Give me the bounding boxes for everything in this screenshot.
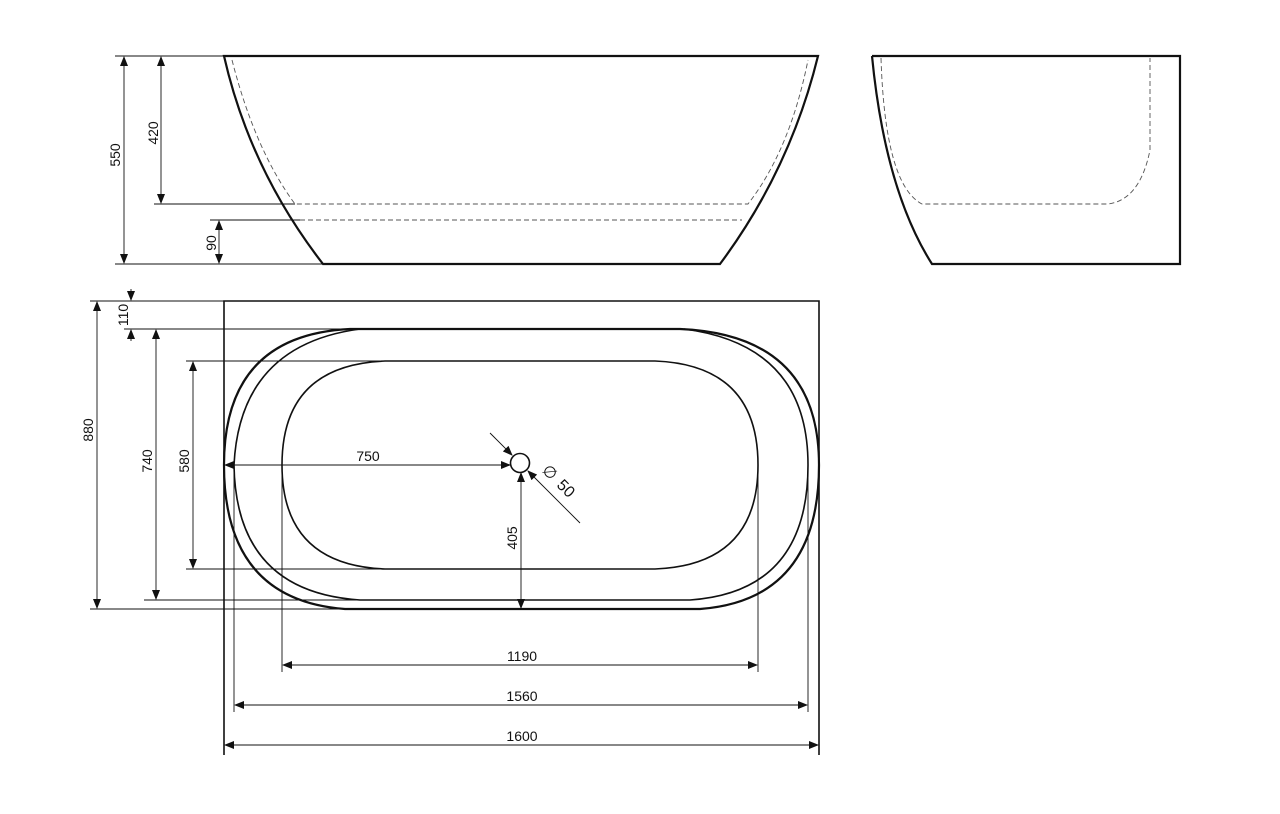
side-view-outer-profile <box>222 54 820 266</box>
dim-label-110: 110 <box>115 304 131 327</box>
plan-view: ∅ 50 750 405 110 880 740 580 <box>80 289 821 755</box>
dim-label-1600: 1600 <box>506 728 537 744</box>
dim-label-405: 405 <box>504 526 520 550</box>
plan-rim-inner <box>233 328 809 601</box>
dim-label-50: 50 <box>553 477 578 502</box>
plan-outer-rim <box>222 327 821 611</box>
end-view-outer-profile <box>870 54 1182 266</box>
dim-label-880: 880 <box>80 418 96 442</box>
side-view-front: 550 420 90 <box>107 54 820 266</box>
drain-hole <box>509 452 531 474</box>
diameter-symbol: ∅ <box>538 462 560 484</box>
dim-label-90: 90 <box>203 235 219 251</box>
dim-label-1560: 1560 <box>506 688 537 704</box>
side-view-inner-basin <box>231 59 809 205</box>
dim-label-420: 420 <box>145 121 161 145</box>
dim-label-1190: 1190 <box>507 648 537 664</box>
dim-label-550: 550 <box>107 143 123 167</box>
dim-label-750: 750 <box>356 448 380 464</box>
drain-diameter-leader-out <box>527 470 581 524</box>
dim-label-740: 740 <box>139 449 155 473</box>
drain-diameter-leader-in <box>489 432 513 456</box>
dim-label-580: 580 <box>176 449 192 473</box>
end-view-inner-basin <box>880 57 1151 205</box>
plan-back-frame <box>223 300 820 755</box>
side-view-end <box>870 54 1182 266</box>
